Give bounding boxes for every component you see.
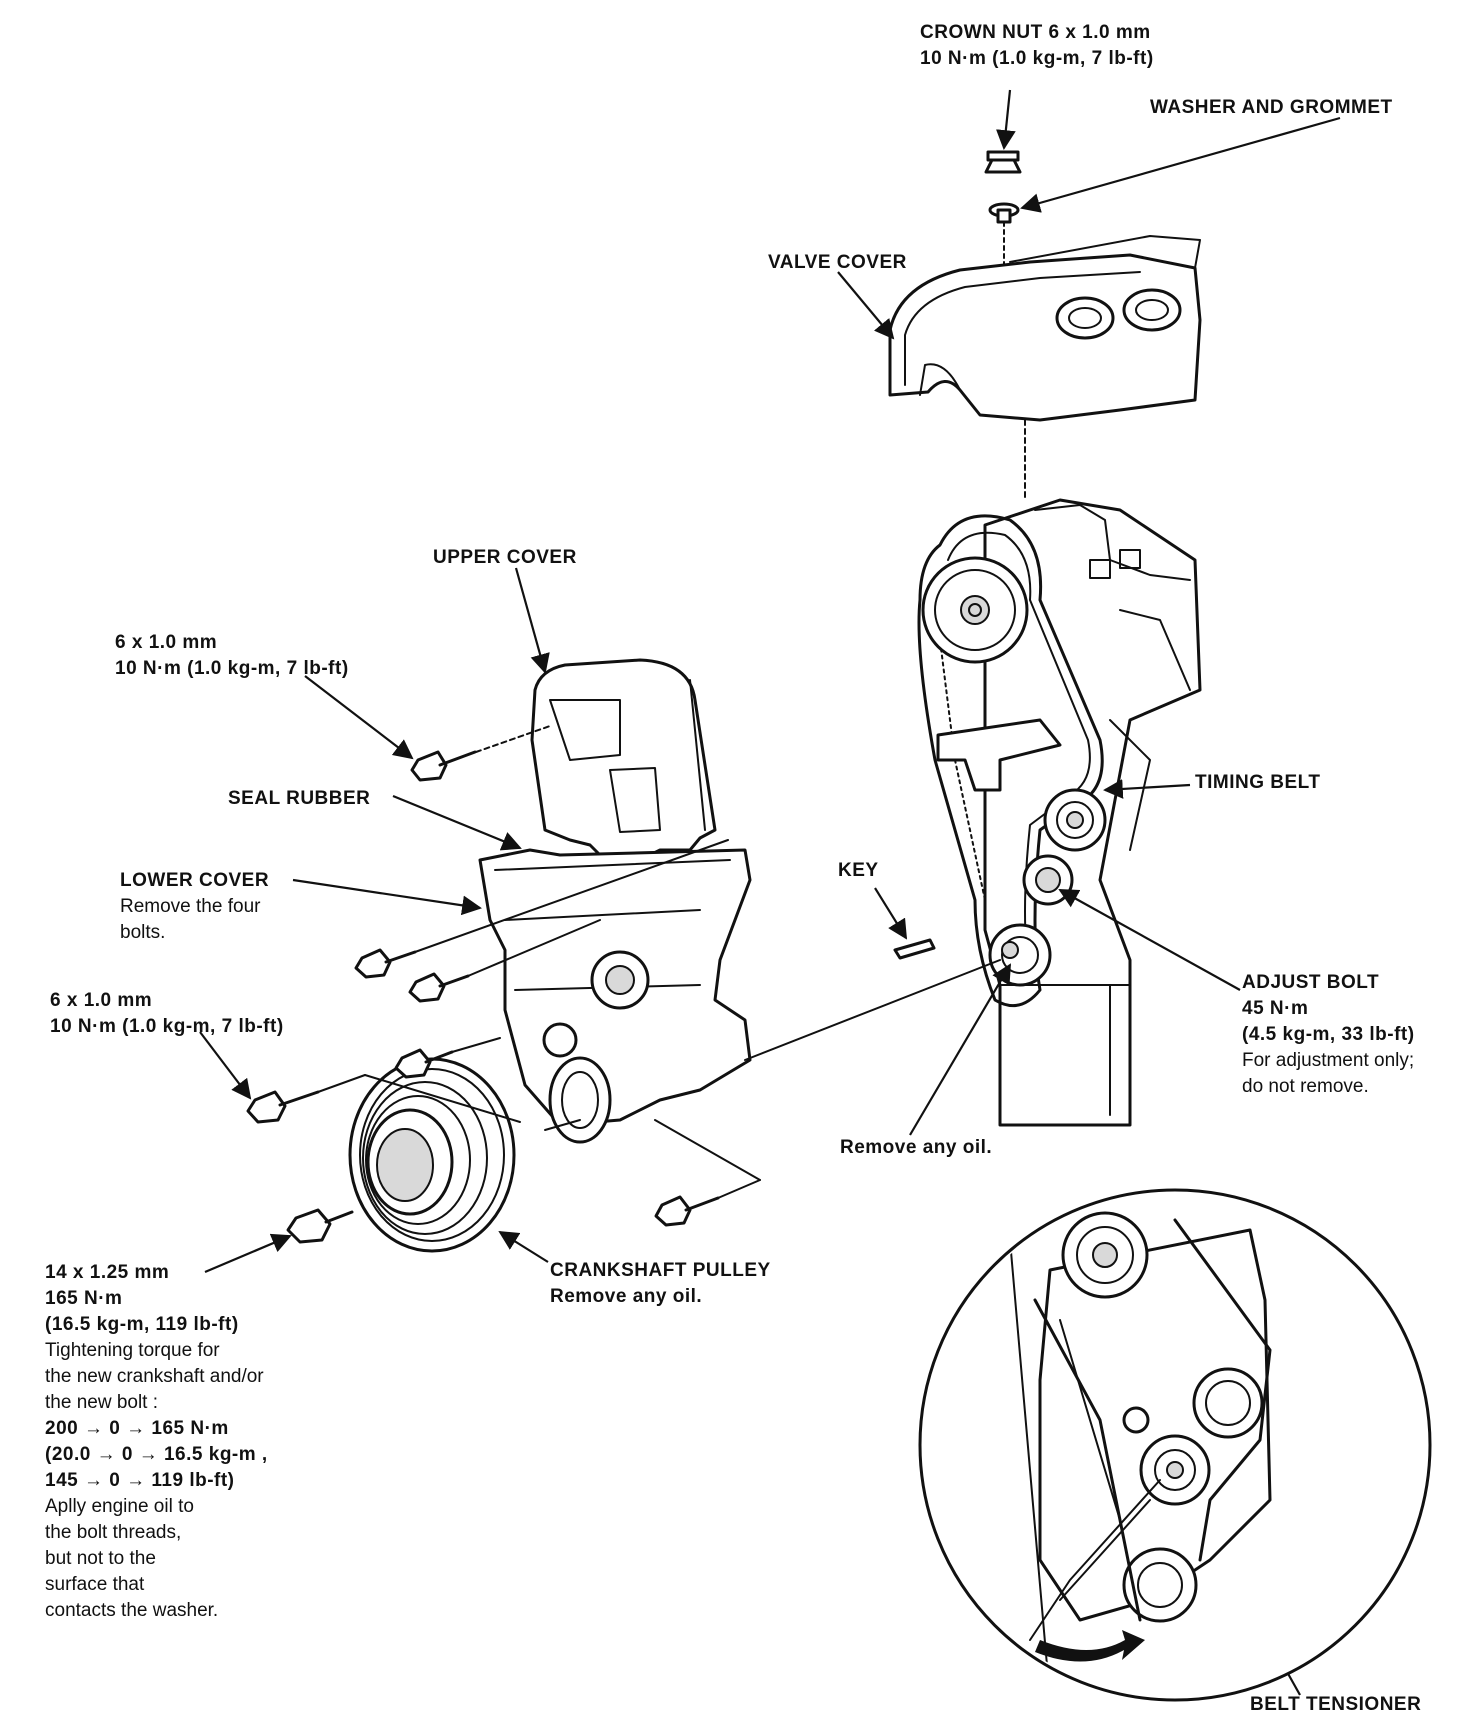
- label-lower-cover: LOWER COVER Remove the four bolts.: [120, 868, 269, 946]
- bolt-lower-cover-5: [654, 1195, 720, 1227]
- lower-timing-cover: [478, 848, 752, 1144]
- crankshaft-sprocket: [988, 923, 1052, 987]
- crank-bolt-seq-2: (20.0 → 0 → 16.5 kg-m ,: [45, 1444, 268, 1465]
- washer-and-grommet-text: WASHER AND GROMMET: [1150, 97, 1393, 118]
- valve-cover: [888, 235, 1202, 422]
- label-washer-and-grommet: WASHER AND GROMMET: [1150, 95, 1393, 121]
- crank-bolt-seq-3: 145 → 0 → 119 lb-ft): [45, 1470, 235, 1491]
- timing-belt-text: TIMING BELT: [1195, 772, 1321, 793]
- crank-bolt-note2-2: the bolt threads,: [45, 1522, 182, 1543]
- belt-tensioner-text: BELT TENSIONER: [1250, 1694, 1422, 1715]
- detail-circle-belt-tensioner: [918, 1188, 1432, 1702]
- valve-cover-text: VALVE COVER: [768, 252, 907, 273]
- seal-rubber-text: SEAL RUBBER: [228, 788, 371, 809]
- bolt-upper-cover: [410, 750, 477, 782]
- label-crank-bolt: 14 x 1.25 mm 165 N·m (16.5 kg-m, 119 lb-…: [45, 1260, 268, 1624]
- label-crown-nut: CROWN NUT 6 x 1.0 mm 10 N·m (1.0 kg-m, 7…: [920, 20, 1154, 72]
- label-seal-rubber: SEAL RUBBER: [228, 786, 370, 812]
- adjust-bolt-torque-alt: (4.5 kg-m, 33 lb-ft): [1242, 1024, 1415, 1045]
- label-valve-cover: VALVE COVER: [768, 250, 907, 276]
- label-bolt-lower: 6 x 1.0 mm 10 N·m (1.0 kg-m, 7 lb-ft): [50, 988, 284, 1040]
- crank-bolt-note2-1: Aplly engine oil to: [45, 1496, 194, 1517]
- crank-bolt-note1-1: Tightening torque for: [45, 1340, 220, 1361]
- adjust-bolt-note-1: For adjustment only;: [1242, 1050, 1415, 1071]
- crank-bolt-torque-alt: (16.5 kg-m, 119 lb-ft): [45, 1314, 239, 1335]
- crank-bolt-size: 14 x 1.25 mm: [45, 1262, 170, 1283]
- washer-and-grommet: [988, 202, 1020, 224]
- crank-bolt-note2-5: contacts the washer.: [45, 1600, 219, 1621]
- bolt-lower-cover-2: [408, 972, 470, 1003]
- remove-oil-key-text: Remove any oil.: [840, 1137, 993, 1158]
- crank-bolt-note1-3: the new bolt :: [45, 1392, 159, 1413]
- bolt-lower-cover-4: [246, 1090, 320, 1124]
- bolt-upper-size: 6 x 1.0 mm: [115, 632, 218, 653]
- adjust-bolt: [1022, 854, 1074, 906]
- crown-nut: [984, 150, 1022, 174]
- bolt-lower-size: 6 x 1.0 mm: [50, 990, 153, 1011]
- crankshaft-pulley: [348, 1057, 516, 1253]
- label-adjust-bolt: ADJUST BOLT 45 N·m (4.5 kg-m, 33 lb-ft) …: [1242, 970, 1415, 1100]
- label-timing-belt: TIMING BELT: [1195, 770, 1320, 796]
- lower-cover-note-2: bolts.: [120, 922, 166, 943]
- label-bolt-upper: 6 x 1.0 mm 10 N·m (1.0 kg-m, 7 lb-ft): [115, 630, 349, 682]
- adjust-bolt-torque-nm: 45 N·m: [1242, 998, 1309, 1019]
- lower-cover-note-1: Remove the four: [120, 896, 261, 917]
- key-text: KEY: [838, 860, 879, 881]
- upper-timing-cover: [530, 658, 717, 862]
- crankshaft-pulley-bolt: [286, 1208, 354, 1244]
- bolt-upper-torque: 10 N·m (1.0 kg-m, 7 lb-ft): [115, 658, 349, 679]
- label-crankshaft-pulley: CRANKSHAFT PULLEY Remove any oil.: [550, 1258, 771, 1310]
- bolt-lower-cover-1: [354, 948, 417, 979]
- belt-cover-bracket: [936, 718, 1062, 792]
- idler-pulley: [1043, 788, 1107, 852]
- crown-nut-size: CROWN NUT 6 x 1.0 mm: [920, 22, 1151, 43]
- label-remove-oil-key: Remove any oil.: [840, 1135, 992, 1161]
- bolt-lower-torque: 10 N·m (1.0 kg-m, 7 lb-ft): [50, 1016, 284, 1037]
- crank-bolt-note1-2: the new crankshaft and/or: [45, 1366, 264, 1387]
- adjust-bolt-note-2: do not remove.: [1242, 1076, 1369, 1097]
- label-upper-cover: UPPER COVER: [433, 545, 577, 571]
- crankshaft-pulley-text: CRANKSHAFT PULLEY: [550, 1260, 771, 1281]
- crank-bolt-note2-4: surface that: [45, 1574, 145, 1595]
- bolt-lower-cover-3: [394, 1048, 454, 1079]
- crankshaft-pulley-note: Remove any oil.: [550, 1286, 703, 1307]
- camshaft-pulley: [921, 556, 1029, 664]
- crank-bolt-note2-3: but not to the: [45, 1548, 156, 1569]
- label-belt-tensioner: BELT TENSIONER: [1250, 1692, 1421, 1718]
- lower-cover-text: LOWER COVER: [120, 870, 270, 891]
- crown-nut-torque: 10 N·m (1.0 kg-m, 7 lb-ft): [920, 48, 1154, 69]
- upper-cover-text: UPPER COVER: [433, 547, 577, 568]
- woodruff-key: [893, 938, 936, 960]
- adjust-bolt-title: ADJUST BOLT: [1242, 972, 1380, 993]
- crank-bolt-seq-1: 200 → 0 → 165 N·m: [45, 1418, 229, 1439]
- crank-bolt-torque-nm: 165 N·m: [45, 1288, 123, 1309]
- label-key: KEY: [838, 858, 879, 884]
